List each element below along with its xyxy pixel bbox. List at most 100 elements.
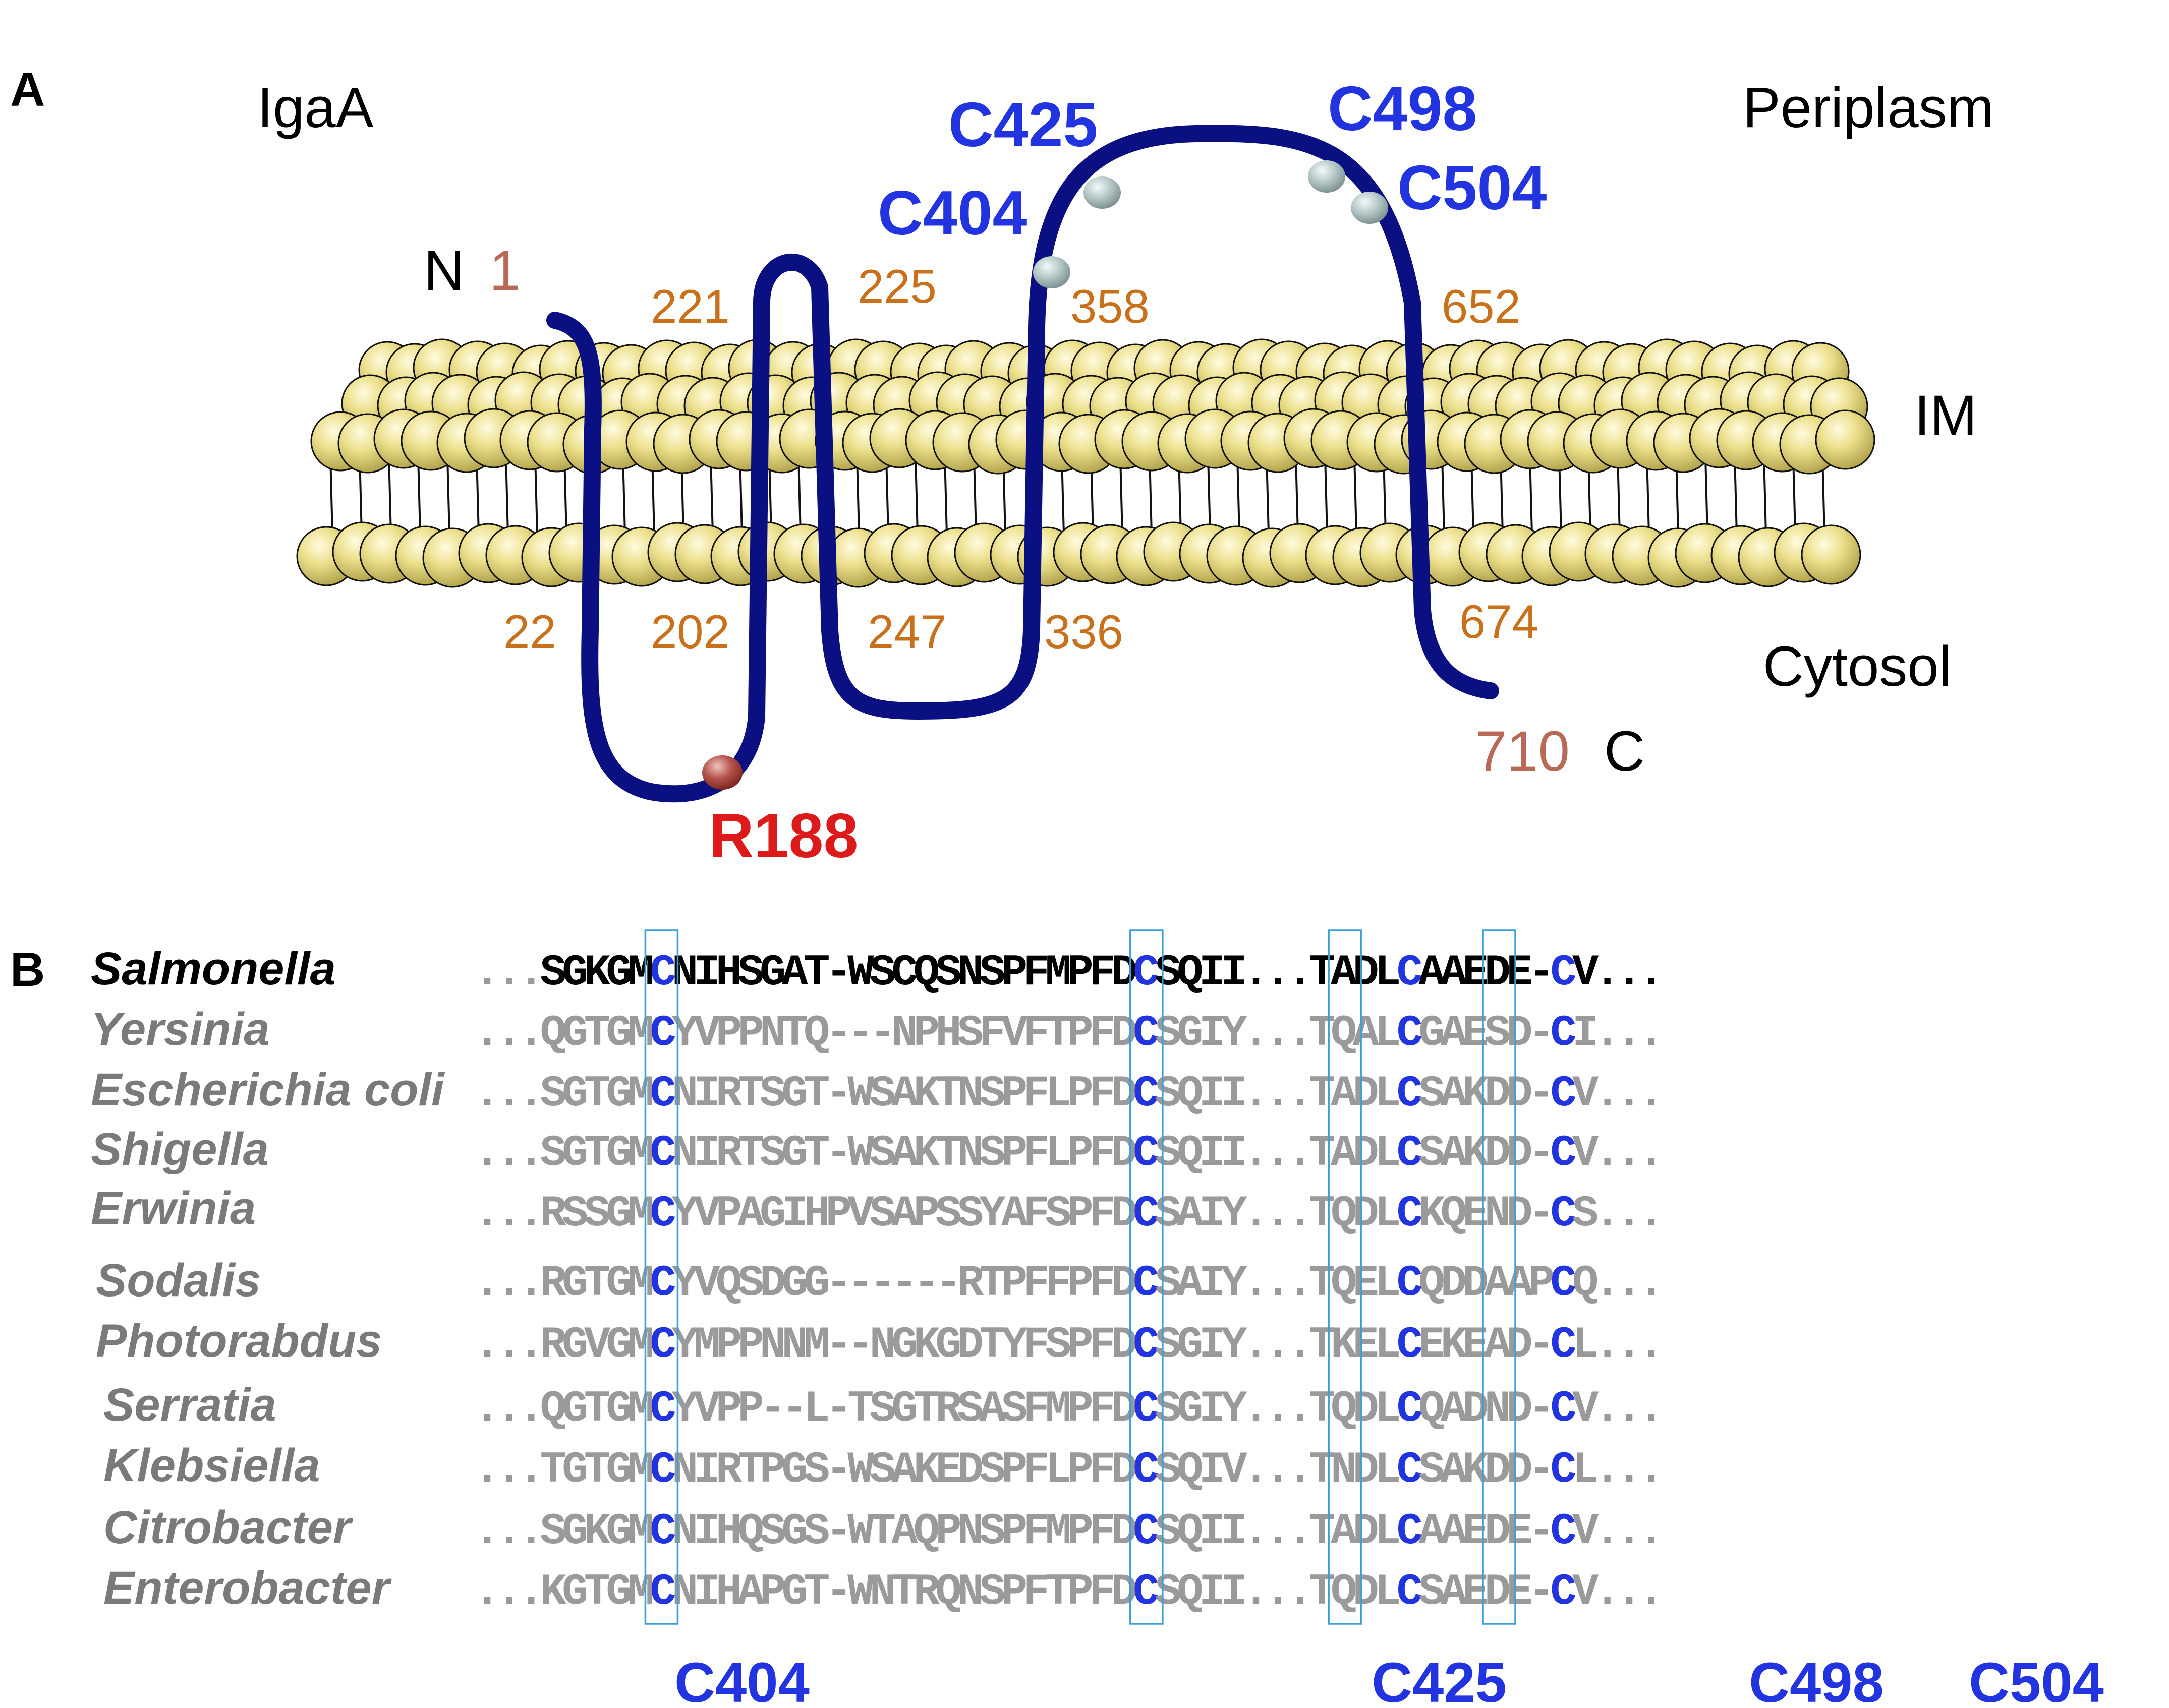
lipid-tail <box>1207 456 1211 535</box>
aligned-sequence: ...SGKGMCNIHSGAT-WSCQSNSPFMPFDCSQII...TA… <box>474 949 1665 998</box>
ellipsis: ... <box>1243 1190 1313 1239</box>
seq-segment: QGTGM <box>540 1009 654 1058</box>
conserved-cys: C <box>650 949 676 998</box>
alignment-row: Escherichia coli...SGTGMCNIRTSGT-WSAKTNS… <box>91 1064 1665 1119</box>
lipid-tail <box>1529 456 1533 535</box>
seq-segment: NIRTPGS-WSAKEDSPFLPFD <box>672 1446 1137 1495</box>
ellipsis: ... <box>1243 1321 1313 1370</box>
ellipsis: ... <box>1243 1129 1313 1179</box>
seq-segment: SAIY <box>1155 1190 1248 1239</box>
c498-column-box <box>1328 929 1362 1625</box>
seq-segment: Q <box>1572 1259 1599 1309</box>
r188-marker <box>702 755 743 790</box>
conserved-cys: C <box>1550 1446 1576 1495</box>
seq-segment: SQII <box>1155 949 1247 998</box>
seq-segment: NIHAPGT-WNTRQNSPFTPFD <box>672 1568 1137 1617</box>
seq-segment: QGTGM <box>540 1385 654 1434</box>
conserved-cys: C <box>1397 1129 1423 1179</box>
n-residue-number: 1 <box>489 239 521 302</box>
column-label-c504: C504 <box>1969 1651 2104 1708</box>
ellipsis: ... <box>1594 1190 1665 1239</box>
organism-name: Klebsiella <box>103 1440 320 1491</box>
alignment-row: Shigella... SGTGM C NIRTSGT-WSAKTNSPFLPFD C S… <box>91 1124 1665 1179</box>
lipid-tail <box>915 456 919 535</box>
lipid-head <box>1801 524 1861 585</box>
seq-segment: RGTGM <box>540 1259 654 1309</box>
seq-segment: V <box>1572 1070 1599 1119</box>
conserved-cys: C <box>1133 1568 1159 1617</box>
conserved-cys: C <box>1550 1129 1576 1179</box>
conserved-cys: C <box>1550 1385 1576 1434</box>
seq-segment: SGKGM <box>540 949 654 998</box>
c404-marker <box>1033 256 1070 288</box>
residue-652: 652 <box>1442 280 1521 333</box>
organism-name: Escherichia coli <box>91 1064 445 1115</box>
c-residue-number: 710 <box>1475 720 1570 783</box>
seq-segment: V <box>1572 949 1599 998</box>
organism-name: Sodalis <box>96 1255 261 1306</box>
seq-segment: TQDL <box>1308 1190 1401 1239</box>
lipid-tail <box>388 456 392 535</box>
conserved-cys: C <box>1550 1568 1576 1617</box>
conserved-cys: C <box>1397 1070 1423 1119</box>
seq-segment: EKEAD- <box>1418 1321 1555 1370</box>
conserved-cys: C <box>1133 1507 1159 1557</box>
seq-segment: TQDL <box>1308 1385 1401 1434</box>
seq-segment: SAIY <box>1155 1259 1248 1309</box>
seq-segment: RGVGM <box>540 1321 654 1370</box>
c404-column-box <box>644 929 679 1625</box>
conserved-cys: C <box>650 1190 676 1239</box>
conserved-cys: C <box>1397 1507 1423 1557</box>
seq-segment: SGTGM <box>540 1129 654 1179</box>
aligned-sequence: ...RGTGMCYVQSDGG------RTPFFPFDCSAIY...TQ… <box>474 1259 1665 1309</box>
ellipsis: ... <box>1594 1070 1665 1119</box>
conserved-cys: C <box>1397 1009 1423 1058</box>
seq-segment: YVPAGIHPVSAPSSYAFSPFD <box>672 1190 1137 1239</box>
ellipsis: ... <box>474 1070 544 1119</box>
n-terminus-label: N <box>424 239 465 302</box>
conserved-cys: C <box>650 1070 676 1119</box>
ellipsis: ... <box>1594 1507 1665 1557</box>
membrane-label: IM <box>1914 384 1977 447</box>
ellipsis: ... <box>1243 1568 1313 1617</box>
ellipsis: ... <box>474 949 544 998</box>
c504-label: C504 <box>1397 153 1547 223</box>
seq-segment: YVPP--L-TSGTRSASFMPFD <box>672 1385 1137 1434</box>
seq-segment: V <box>1572 1507 1599 1557</box>
seq-segment: QDDAAP <box>1418 1259 1555 1309</box>
seq-segment: SQII <box>1155 1129 1247 1179</box>
c498-marker <box>1308 160 1345 193</box>
alignment-row: Klebsiella...TGTGMCNIRTPGS-WSAKEDSPFLPFD… <box>103 1440 1665 1495</box>
conserved-cys: C <box>1133 1070 1159 1119</box>
conserved-cys: C <box>650 1009 676 1058</box>
seq-segment: GAESD- <box>1418 1009 1555 1058</box>
conserved-cysteine-boxes <box>644 929 1516 1625</box>
ellipsis: ... <box>1243 949 1313 998</box>
seq-segment: YVPPNTQ---NPHSFVFTPFD <box>672 1009 1137 1058</box>
ellipsis: ... <box>1243 1259 1313 1309</box>
conserved-cys: C <box>1133 1446 1159 1495</box>
panel-a-label: A <box>10 63 45 116</box>
column-label-c404: C404 <box>674 1651 810 1708</box>
conserved-cys: C <box>1133 1259 1159 1309</box>
lipid-tail <box>885 456 889 535</box>
seq-segment: RSSGM <box>540 1190 654 1239</box>
seq-segment: NIRTSGT-WSAKTNSPFLPFD <box>672 1129 1137 1179</box>
lipid-tail <box>1295 456 1299 535</box>
alignment-row: Salmonella...SGKGMCNIHSGAT-WSCQSNSPFMPFD… <box>91 943 1665 998</box>
ellipsis: ... <box>1243 1507 1313 1557</box>
seq-segment: AAEDE- <box>1418 1507 1555 1557</box>
alignment-row: Yersinia...QGTGMCYVPPNTQ---NPHSFVFTPFDCS… <box>91 1004 1665 1058</box>
conserved-cys: C <box>1397 1190 1423 1239</box>
organism-name: Citrobacter <box>103 1502 353 1553</box>
column-label-c425: C425 <box>1372 1651 1507 1708</box>
residue-22: 22 <box>503 605 556 658</box>
residue-221: 221 <box>651 280 730 333</box>
aligned-sequence: ...KGTGMCNIHAPGT-WNTRQNSPFTPFDCSQII...TQ… <box>474 1568 1665 1617</box>
organism-name: Shigella <box>91 1124 269 1175</box>
residue-674: 674 <box>1459 595 1538 648</box>
conserved-cys: C <box>650 1507 676 1557</box>
conserved-cys: C <box>1397 1385 1423 1434</box>
panel-b-label: B <box>10 943 45 996</box>
conserved-cys: C <box>1133 1321 1159 1370</box>
